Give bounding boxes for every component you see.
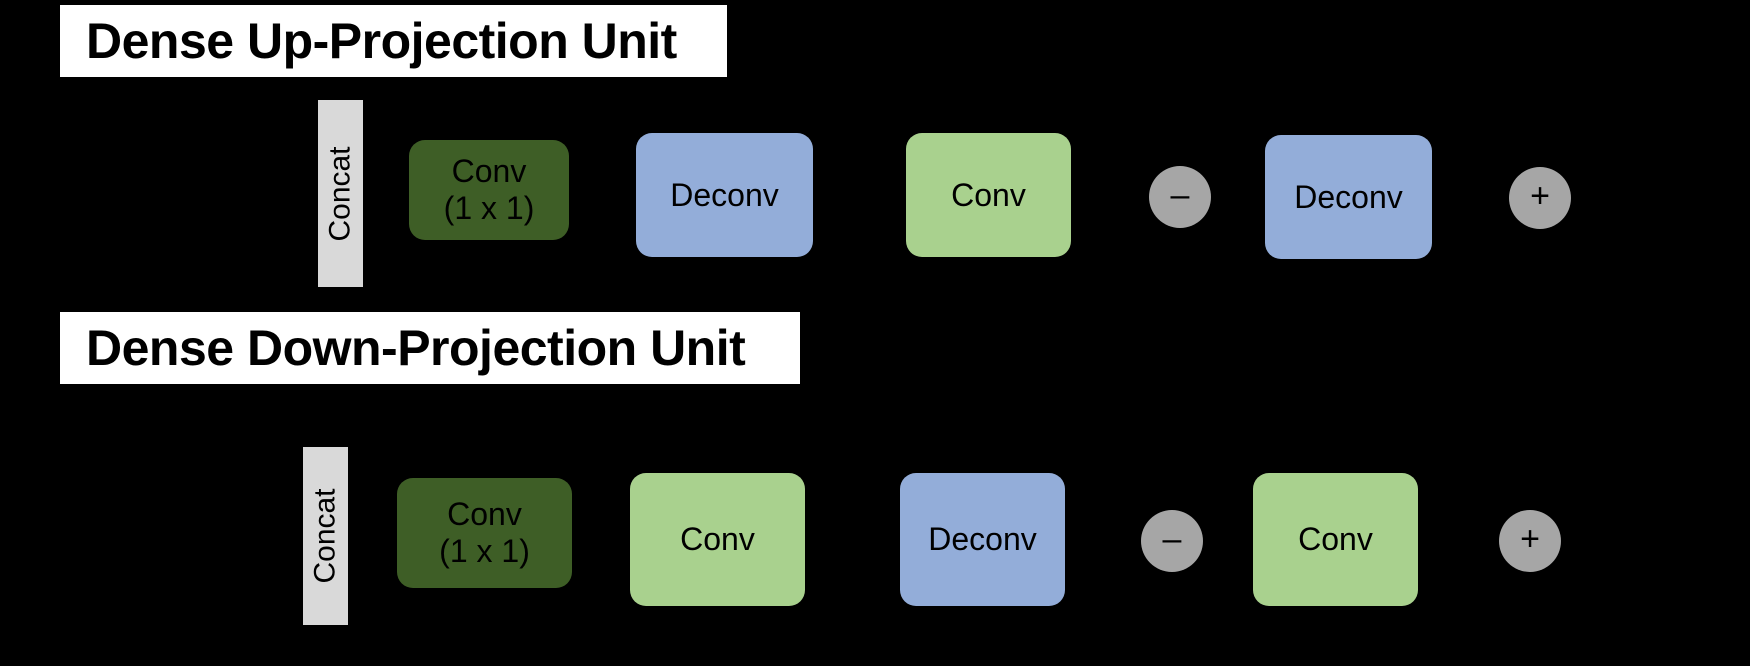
concat-bar-dense-down-projection-unit[interactable]: Concat (303, 447, 348, 625)
operator-add-icon-dense-down-projection-unit[interactable]: + (1499, 510, 1561, 572)
operator-subtract-icon-dense-up-projection-unit[interactable]: – (1149, 166, 1211, 228)
node-label: Conv (1298, 521, 1373, 558)
node-deconv-1-dense-up-projection-unit[interactable]: Deconv (636, 133, 813, 257)
operator-symbol: – (1162, 520, 1182, 558)
section-title-text: Dense Down-Projection Unit (86, 320, 746, 376)
node-label: Deconv (928, 521, 1037, 558)
node-sublabel: (1 x 1) (439, 533, 530, 569)
node-label: Deconv (670, 176, 779, 213)
concat-bar-dense-up-projection-unit[interactable]: Concat (318, 100, 363, 287)
node-deconv-1-dense-down-projection-unit[interactable]: Deconv (900, 473, 1065, 606)
operator-add-icon-dense-up-projection-unit[interactable]: + (1509, 167, 1571, 229)
node-deconv-2-dense-up-projection-unit[interactable]: Deconv (1265, 135, 1432, 259)
node-conv-1x1-dense-down-projection-unit[interactable]: Conv(1 x 1) (397, 478, 572, 588)
section-title-text: Dense Up-Projection Unit (86, 13, 677, 69)
node-sublabel: (1 x 1) (443, 190, 535, 226)
concat-label: Concat (323, 145, 357, 242)
concat-label: Concat (308, 488, 342, 584)
node-label: Deconv (1294, 178, 1403, 215)
operator-symbol: + (1520, 520, 1540, 558)
node-conv-1-dense-down-projection-unit[interactable]: Conv (630, 473, 805, 606)
operator-symbol: + (1530, 177, 1550, 215)
node-label: Conv (447, 496, 522, 533)
section-title-bar-dense-up-projection-unit: Dense Up-Projection Unit (60, 5, 727, 77)
node-conv-1-dense-up-projection-unit[interactable]: Conv (906, 133, 1071, 257)
node-label: Conv (451, 153, 527, 190)
node-label: Conv (951, 176, 1026, 213)
section-title-bar-dense-down-projection-unit: Dense Down-Projection Unit (60, 312, 800, 384)
node-conv-2-dense-down-projection-unit[interactable]: Conv (1253, 473, 1418, 606)
operator-subtract-icon-dense-down-projection-unit[interactable]: – (1141, 510, 1203, 572)
node-conv-1x1-dense-up-projection-unit[interactable]: Conv(1 x 1) (409, 140, 569, 240)
operator-symbol: – (1170, 176, 1190, 214)
node-label: Conv (680, 521, 755, 558)
